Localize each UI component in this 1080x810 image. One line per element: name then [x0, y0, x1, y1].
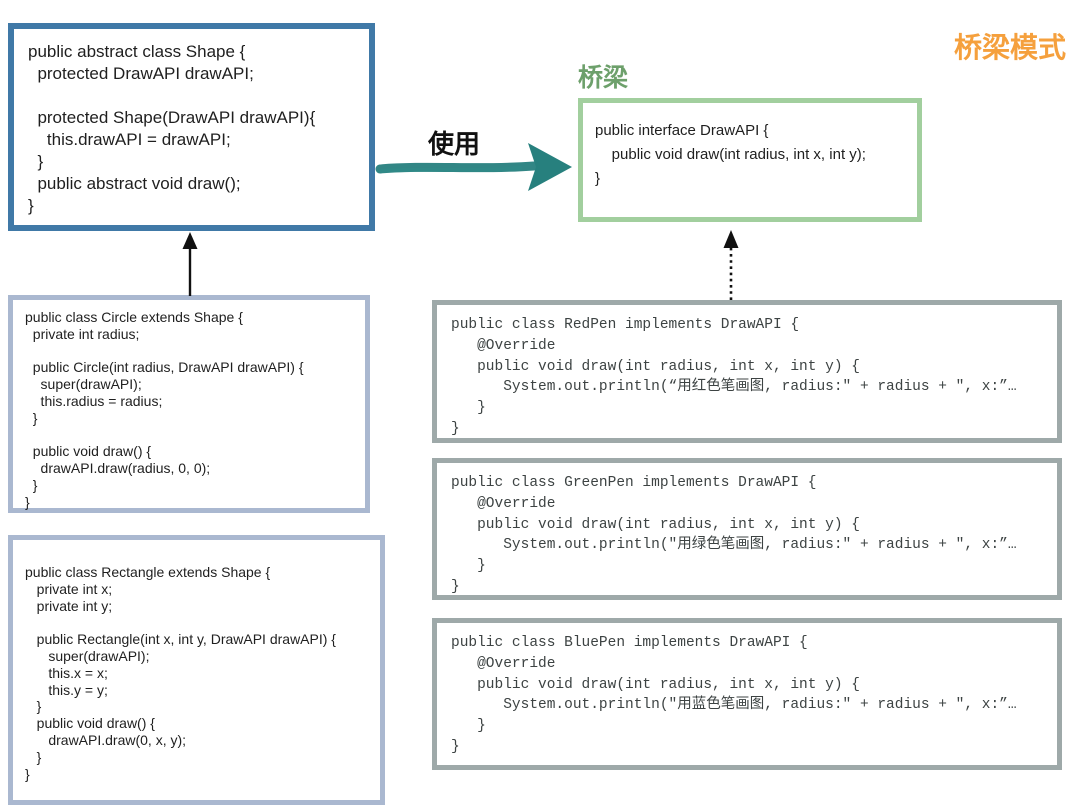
redpen-class-box: public class RedPen implements DrawAPI {… — [432, 300, 1062, 443]
usage-label: 使用 — [428, 129, 481, 159]
shape-class-box: public abstract class Shape { protected … — [8, 23, 375, 231]
drawapi-interface-box: public interface DrawAPI { public void d… — [578, 98, 922, 222]
circle-class-code: public class Circle extends Shape { priv… — [25, 309, 304, 510]
circle-class-box: public class Circle extends Shape { priv… — [8, 295, 370, 513]
pattern-title: 桥梁模式 — [953, 32, 1066, 63]
bluepen-class-code: public class BluePen implements DrawAPI … — [451, 635, 1017, 755]
implements-arrow-icon — [723, 230, 739, 300]
greenpen-class-box: public class GreenPen implements DrawAPI… — [432, 458, 1062, 600]
bluepen-class-box: public class BluePen implements DrawAPI … — [432, 618, 1062, 770]
shape-class-code: public abstract class Shape { protected … — [28, 42, 316, 215]
greenpen-class-code: public class GreenPen implements DrawAPI… — [451, 475, 1017, 595]
extends-arrow-icon — [182, 232, 198, 296]
rectangle-class-code: public class Rectangle extends Shape { p… — [25, 564, 336, 782]
drawapi-interface-code: public interface DrawAPI { public void d… — [595, 122, 866, 187]
rectangle-class-box: public class Rectangle extends Shape { p… — [8, 535, 385, 805]
redpen-class-code: public class RedPen implements DrawAPI {… — [451, 317, 1017, 437]
bridge-label: 桥梁 — [578, 64, 629, 92]
